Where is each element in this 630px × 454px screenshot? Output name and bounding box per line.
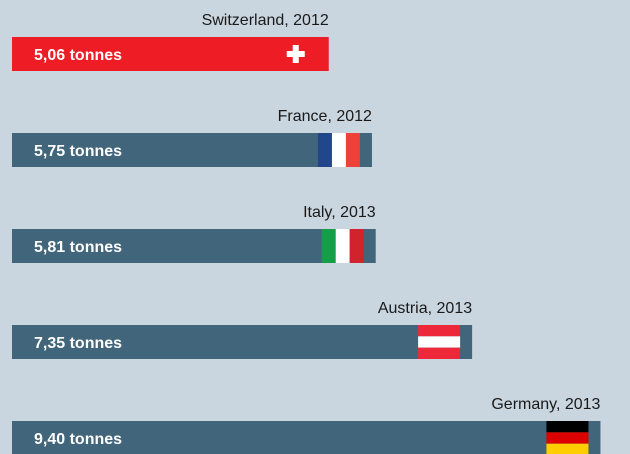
category-label: Switzerland, 2012 [202,12,329,29]
value-label: 9,40 tonnes [34,431,122,448]
bar [12,37,329,71]
value-label: 5,75 tonnes [34,143,122,160]
germany-flag-icon [546,421,589,454]
bar-row: Austria, 2013 7,35 tonnes [12,300,472,359]
italy-flag-icon [321,229,364,263]
bar-row: Switzerland, 2012 5,06 tonnes [12,12,329,71]
bar-row: France, 2012 5,75 tonnes [12,108,372,167]
bar [12,325,473,359]
france-flag-icon [317,133,360,167]
value-label: 5,81 tonnes [34,239,122,256]
bar [12,229,376,263]
bar-row: Germany, 2013 9,40 tonnes [12,396,601,454]
value-label: 7,35 tonnes [34,335,122,352]
bar-row: Italy, 2013 5,81 tonnes [12,204,376,263]
bar [12,133,372,167]
value-label: 5,06 tonnes [34,47,122,64]
switzerland-flag-icon [286,45,305,63]
category-label: Austria, 2013 [378,300,472,317]
category-label: Germany, 2013 [491,396,600,413]
category-label: France, 2012 [278,108,372,125]
austria-flag-icon [418,325,461,359]
category-label: Italy, 2013 [303,204,376,221]
bar [12,421,601,454]
